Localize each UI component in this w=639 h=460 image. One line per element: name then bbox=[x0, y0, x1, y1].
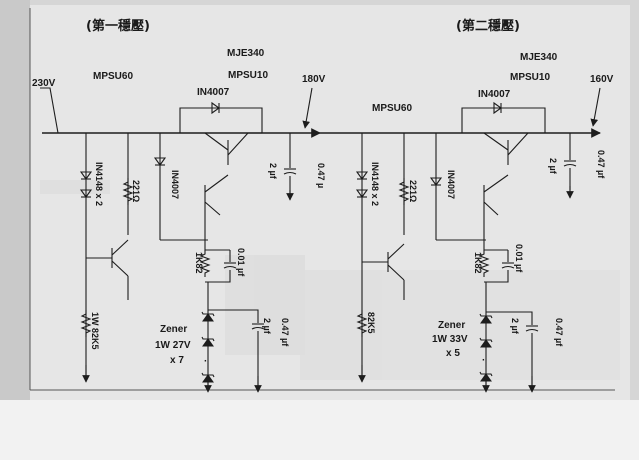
stage2-zener-title: Zener bbox=[438, 320, 465, 331]
page-bottom-margin bbox=[0, 400, 639, 460]
stage1-resistor-221-label: 221Ω bbox=[131, 180, 141, 202]
stage2-pass-transistor bbox=[483, 132, 529, 216]
stage2-output-cap-047-label: 0.47 µf bbox=[596, 150, 606, 179]
stage2-q-driver-top-label: MJE340 bbox=[520, 52, 558, 63]
stage1-output-cap-047-label: 0.47 µ bbox=[316, 163, 326, 188]
stage2-diode-top-label: IN4007 bbox=[478, 89, 511, 100]
bleed-through-text bbox=[40, 180, 620, 380]
stage1-diode-string-label: IN4148 x 2 bbox=[94, 162, 104, 206]
stage2-diode-side-label: IN4007 bbox=[446, 170, 456, 199]
stage1-q-driver-top-label: MJE340 bbox=[227, 48, 265, 59]
stage1-output-arrow bbox=[302, 87, 313, 129]
stage2-q-series-label: MPSU60 bbox=[372, 103, 412, 114]
stage1-heading: (第一穩壓) bbox=[86, 18, 150, 34]
stage1-q-driver-bottom-label: MPSU10 bbox=[228, 70, 268, 81]
stage1-filter-cap-2uf-label: 2 µf bbox=[262, 318, 272, 335]
stage1-output-voltage: 180V bbox=[302, 74, 326, 85]
page-left-strip bbox=[0, 0, 30, 400]
stage1-diode-top-wire bbox=[179, 107, 263, 133]
stage2-heading: (第二穩壓) bbox=[456, 18, 520, 34]
stage2-zener-count: x 5 bbox=[446, 348, 460, 359]
stage2-output-cap-2uf-label: 2 µf bbox=[548, 158, 558, 175]
stage2-filter-cap-047-label: 0.47 µf bbox=[554, 318, 564, 347]
stage1-resistor-1k82-label: 1K82 bbox=[194, 252, 204, 274]
stage2-diode-top bbox=[493, 101, 502, 115]
stage1-input-voltage: 230V bbox=[32, 78, 56, 89]
stage1-regulator: (第一穩壓) MJE340 MPSU10 MPSU60 230V 180V IN… bbox=[32, 18, 326, 393]
stage1-zener-dots: · bbox=[204, 356, 207, 367]
stage2-cap-small-label: 0.01 µf bbox=[514, 244, 524, 273]
stage2-zener-rating: 1W 33V bbox=[432, 334, 468, 345]
stage1-diode-side-label: IN4007 bbox=[170, 170, 180, 199]
stage1-filter-cap-wire bbox=[208, 309, 259, 392]
stage1-zener-count: x 7 bbox=[170, 355, 184, 366]
stage2-q-driver-bottom-label: MPSU10 bbox=[510, 72, 550, 83]
stage1-filter-cap-047-label: 0.47 µf bbox=[280, 318, 290, 347]
stage2-zener-dots: · bbox=[482, 355, 485, 366]
stage1-q-series-label: MPSU60 bbox=[93, 71, 133, 82]
stage2-cap-small-wire bbox=[484, 250, 509, 283]
stage1-output-cap-2uf-label: 2 µf bbox=[268, 163, 278, 180]
stage1-cap-small-label: 0.01 µf bbox=[236, 248, 246, 277]
stage2-output-arrow bbox=[590, 87, 601, 127]
stage2-resistor-82k5-label: 82K5 bbox=[366, 312, 376, 334]
stage2-driver-transistor bbox=[362, 243, 405, 281]
stage1-pass-transistor bbox=[204, 132, 249, 216]
stage1-cap-small-wire bbox=[205, 250, 231, 283]
stage1-driver-transistor bbox=[86, 239, 129, 277]
stage2-resistor-221-label: 221Ω bbox=[408, 180, 418, 202]
stage1-resistor-82k5-label: 1W 82K5 bbox=[90, 312, 100, 350]
stage1-diode-top bbox=[211, 101, 220, 115]
stage2-diode-top-wire bbox=[461, 107, 546, 133]
stage2-filter-cap-2uf-label: 2 µf bbox=[510, 318, 520, 335]
stage1-diode-top-label: IN4007 bbox=[197, 87, 230, 98]
stage1-zener-title: Zener bbox=[160, 324, 187, 335]
stage1-input-arrow bbox=[40, 87, 59, 134]
stage2-regulator: (第二穩壓) MJE340 MPSU10 160V IN4007 MPSU60 … bbox=[320, 18, 614, 393]
stage1-zener-rating: 1W 27V bbox=[155, 340, 191, 351]
stage2-diode-string-label: IN4148 x 2 bbox=[370, 162, 380, 206]
stage2-output-voltage: 160V bbox=[590, 74, 614, 85]
stage2-resistor-1k82-label: 1K82 bbox=[473, 252, 483, 274]
